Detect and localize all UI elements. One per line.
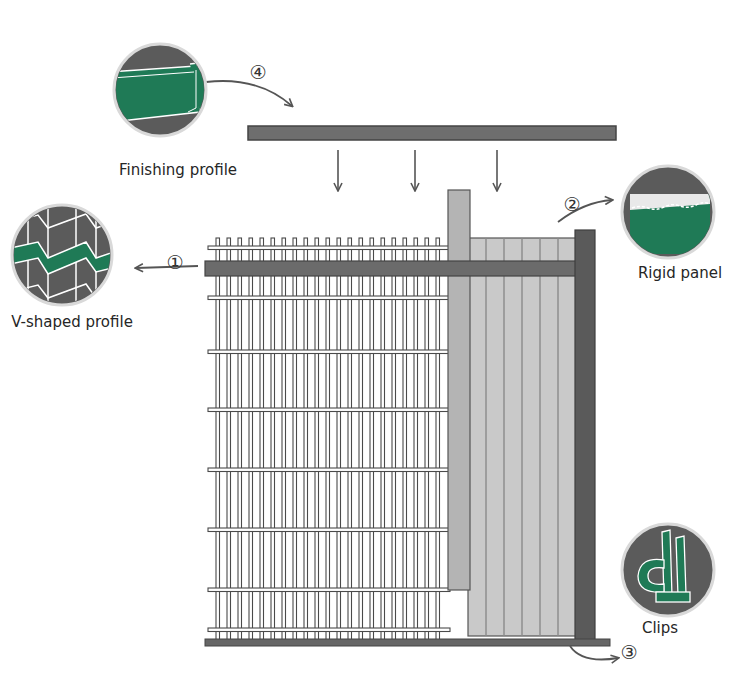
detail-callout: Finishing profile (114, 44, 206, 136)
callout-number: ① (166, 251, 183, 273)
bottom-rail (205, 639, 610, 646)
privacy-strips (521, 238, 522, 636)
detail-circle (95, 200, 97, 310)
callout-number: ③ (620, 641, 637, 663)
part-label: Finishing profile (119, 161, 237, 179)
mesh-wire (208, 588, 450, 592)
v-profile-rail (205, 261, 577, 276)
detail-circle (110, 66, 200, 122)
down-arrow (496, 150, 498, 190)
privacy-strips (557, 238, 558, 636)
detail-circle (632, 203, 710, 210)
detail-circle (676, 536, 686, 596)
mesh-wire (208, 468, 450, 472)
callout-number: ④ (249, 61, 266, 83)
detail-callout: Rigid panel (622, 166, 714, 258)
part-label: V-shaped profile (11, 313, 133, 331)
mesh-wire (208, 350, 450, 354)
detail-circle (10, 284, 120, 298)
detail-circle (10, 200, 120, 310)
detail-circle (190, 62, 208, 116)
detail-circle (638, 530, 690, 602)
privacy-strips (503, 238, 504, 636)
mesh-wire (208, 408, 450, 412)
detail-circle (10, 200, 120, 310)
detail-callout: V-shaped profile (12, 205, 112, 305)
part-label: Clips (642, 619, 678, 637)
mesh-wire (208, 528, 450, 532)
callout-number: ② (563, 193, 580, 215)
privacy-strips (486, 238, 558, 636)
detail-circle (622, 166, 714, 258)
pointer-arrow (570, 646, 618, 660)
privacy-strips (539, 238, 540, 636)
pointer-arrow (206, 81, 292, 106)
down-arrow (414, 150, 416, 190)
fence-post (448, 190, 470, 590)
detail-circle (10, 242, 120, 274)
detail-circle (630, 194, 710, 254)
detail-circle (656, 592, 690, 602)
finishing-bar (248, 126, 616, 140)
detail-circle (630, 194, 710, 210)
end-post (575, 230, 595, 642)
privacy-strips (485, 238, 486, 636)
detail-circle (110, 62, 208, 122)
end-post (575, 230, 595, 642)
part-label: Rigid panel (638, 264, 722, 282)
wire-mesh (208, 238, 450, 640)
detail-circle (110, 44, 208, 136)
finishing-bar (248, 126, 616, 140)
v-profile-rail (205, 261, 577, 276)
down-arrow (337, 150, 339, 190)
mesh-wire (208, 628, 450, 632)
down-arrow (338, 150, 497, 190)
detail-circle (622, 524, 714, 616)
privacy-strips (468, 238, 576, 636)
bottom-rail (205, 639, 610, 646)
detail-circle (630, 194, 710, 254)
mesh-wire (208, 246, 450, 250)
detail-circle (112, 72, 194, 78)
detail-circle (188, 70, 196, 112)
detail-circle (47, 200, 49, 310)
detail-circle (10, 214, 120, 228)
fence-post (448, 190, 470, 590)
privacy-strips (468, 238, 576, 636)
detail-circle (638, 559, 664, 592)
detail-circle (622, 166, 714, 258)
mesh-wire (208, 296, 450, 300)
detail-callout: Clips (622, 524, 714, 616)
detail-circle (622, 524, 714, 616)
